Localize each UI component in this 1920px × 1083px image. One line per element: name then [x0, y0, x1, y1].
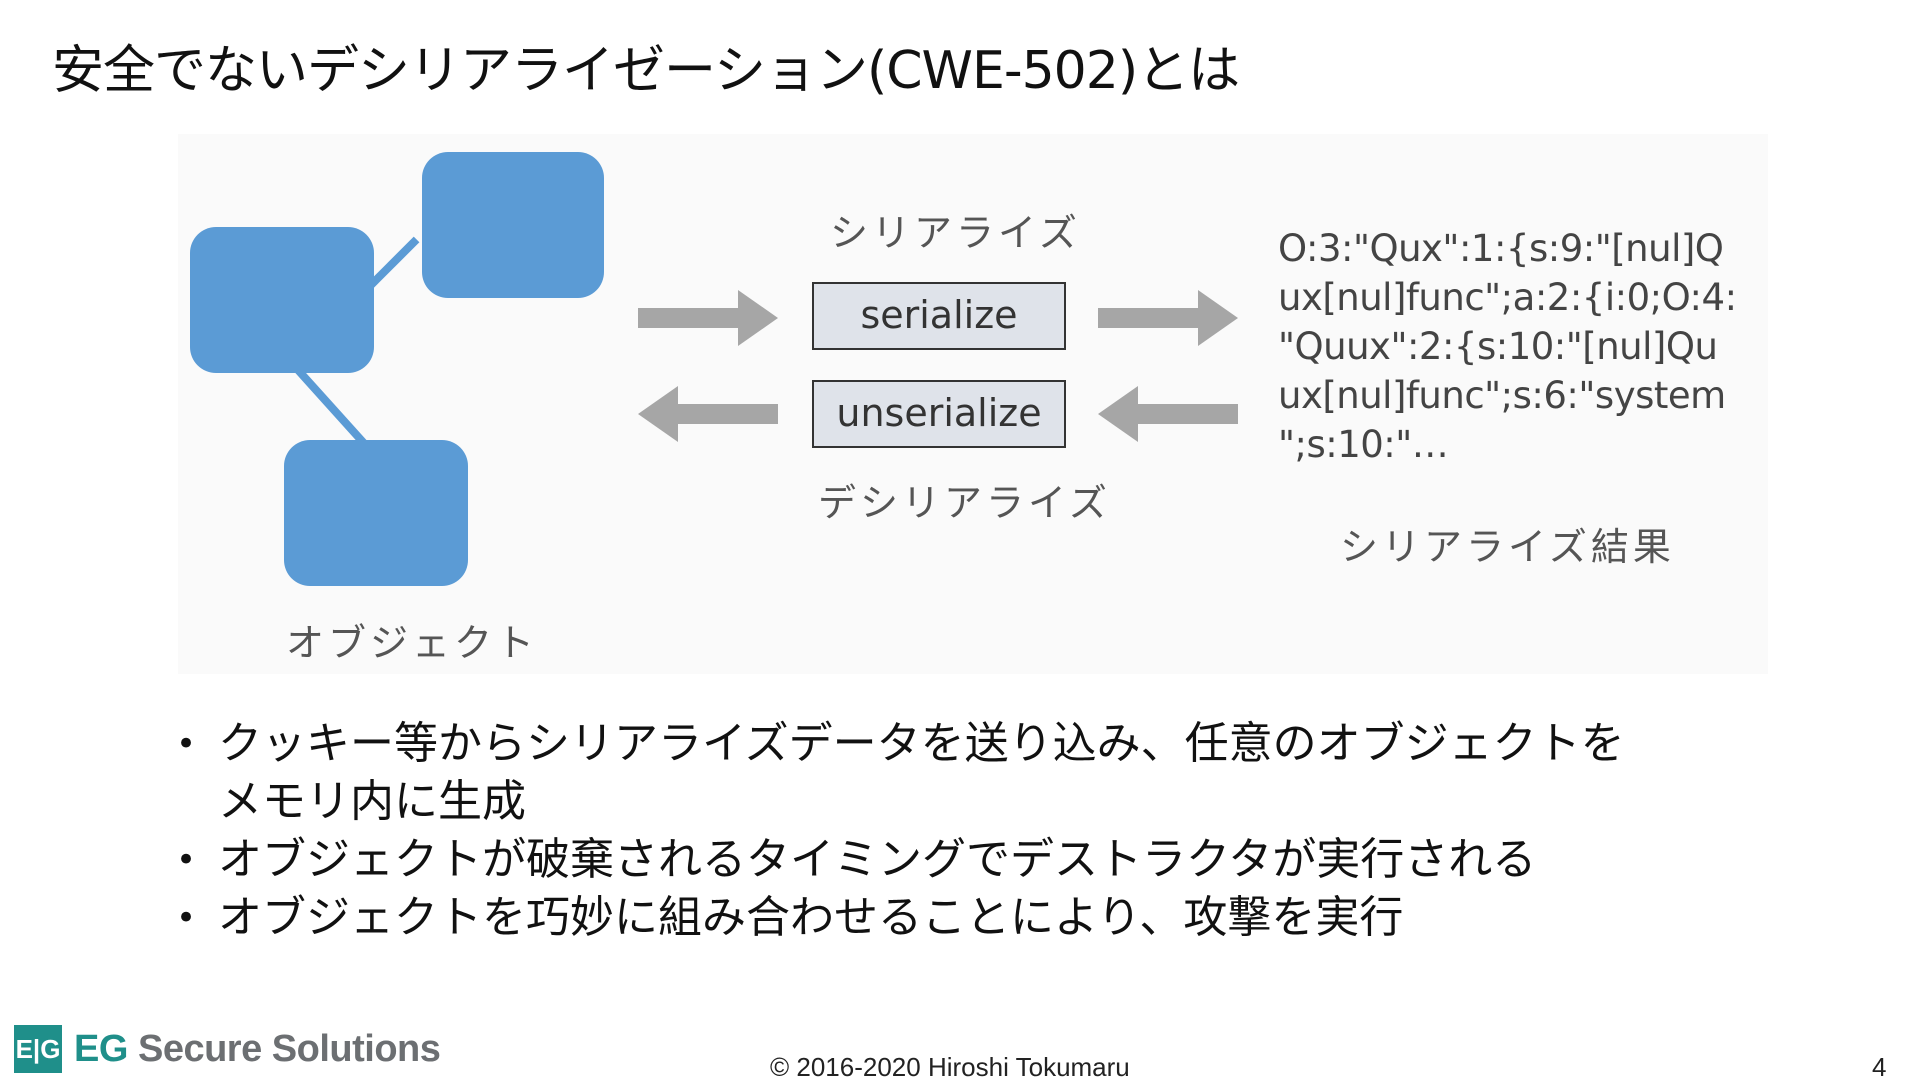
result-line: ux[nul]func";a:2:{i:0;O:4: — [1278, 276, 1737, 319]
object-node-bottom — [284, 440, 468, 586]
bullet-line: メモリ内に生成 — [218, 776, 526, 827]
serialize-box: serialize — [812, 282, 1066, 350]
bullet-item: オブジェクトが破棄されるタイミングでデストラクタが実行される — [168, 831, 1625, 889]
object-node-top-right — [422, 152, 604, 298]
serialize-caption: シリアライズ — [830, 211, 1081, 255]
logo-mark-icon: E|G — [14, 1025, 62, 1073]
page-number: 4 — [1872, 1052, 1887, 1082]
bullet-line: クッキー等からシリアライズデータを送り込み、任意のオブジェクトを — [218, 718, 1625, 769]
company-name-bold: EG — [74, 1027, 128, 1070]
arrow-right-to-result — [1098, 290, 1238, 346]
arrow-left-from-unserialize — [638, 386, 778, 442]
serialized-result-text: O:3:"Qux":1:{s:9:"[nul]Q ux[nul]func";a:… — [1278, 224, 1748, 469]
object-label: オブジェクト — [286, 621, 539, 665]
result-caption: シリアライズ結果 — [1340, 525, 1675, 569]
arrow-left-from-result — [1098, 386, 1238, 442]
company-logo: E|G EG Secure Solutions — [14, 1025, 441, 1073]
company-name-rest: Secure Solutions — [137, 1027, 441, 1070]
arrow-right-to-serialize — [638, 290, 778, 346]
bullet-item: オブジェクトを巧妙に組み合わせることにより、攻撃を実行 — [168, 889, 1625, 947]
bullet-list: クッキー等からシリアライズデータを送り込み、任意のオブジェクトを メモリ内に生成… — [168, 715, 1625, 947]
deserialize-caption: デシリアライズ — [818, 481, 1111, 525]
unserialize-box: unserialize — [812, 380, 1066, 448]
object-node-left — [190, 227, 374, 373]
bullet-item: クッキー等からシリアライズデータを送り込み、任意のオブジェクトを メモリ内に生成 — [168, 715, 1625, 831]
slide-title: 安全でないデシリアライゼーション(CWE-502)とは — [52, 41, 1240, 101]
result-line: "Quux":2:{s:10:"[nul]Qu — [1278, 325, 1718, 368]
result-line: ux[nul]func";s:6:"system — [1278, 374, 1726, 417]
company-name: EG Secure Solutions — [74, 1027, 441, 1071]
result-line: ";s:10:"… — [1278, 423, 1449, 466]
result-line: O:3:"Qux":1:{s:9:"[nul]Q — [1278, 227, 1724, 270]
copyright-notice: © 2016-2020 Hiroshi Tokumaru — [770, 1052, 1130, 1082]
serialization-diagram: オブジェクト シリアライズ serialize unserialize デシリア… — [178, 134, 1768, 674]
